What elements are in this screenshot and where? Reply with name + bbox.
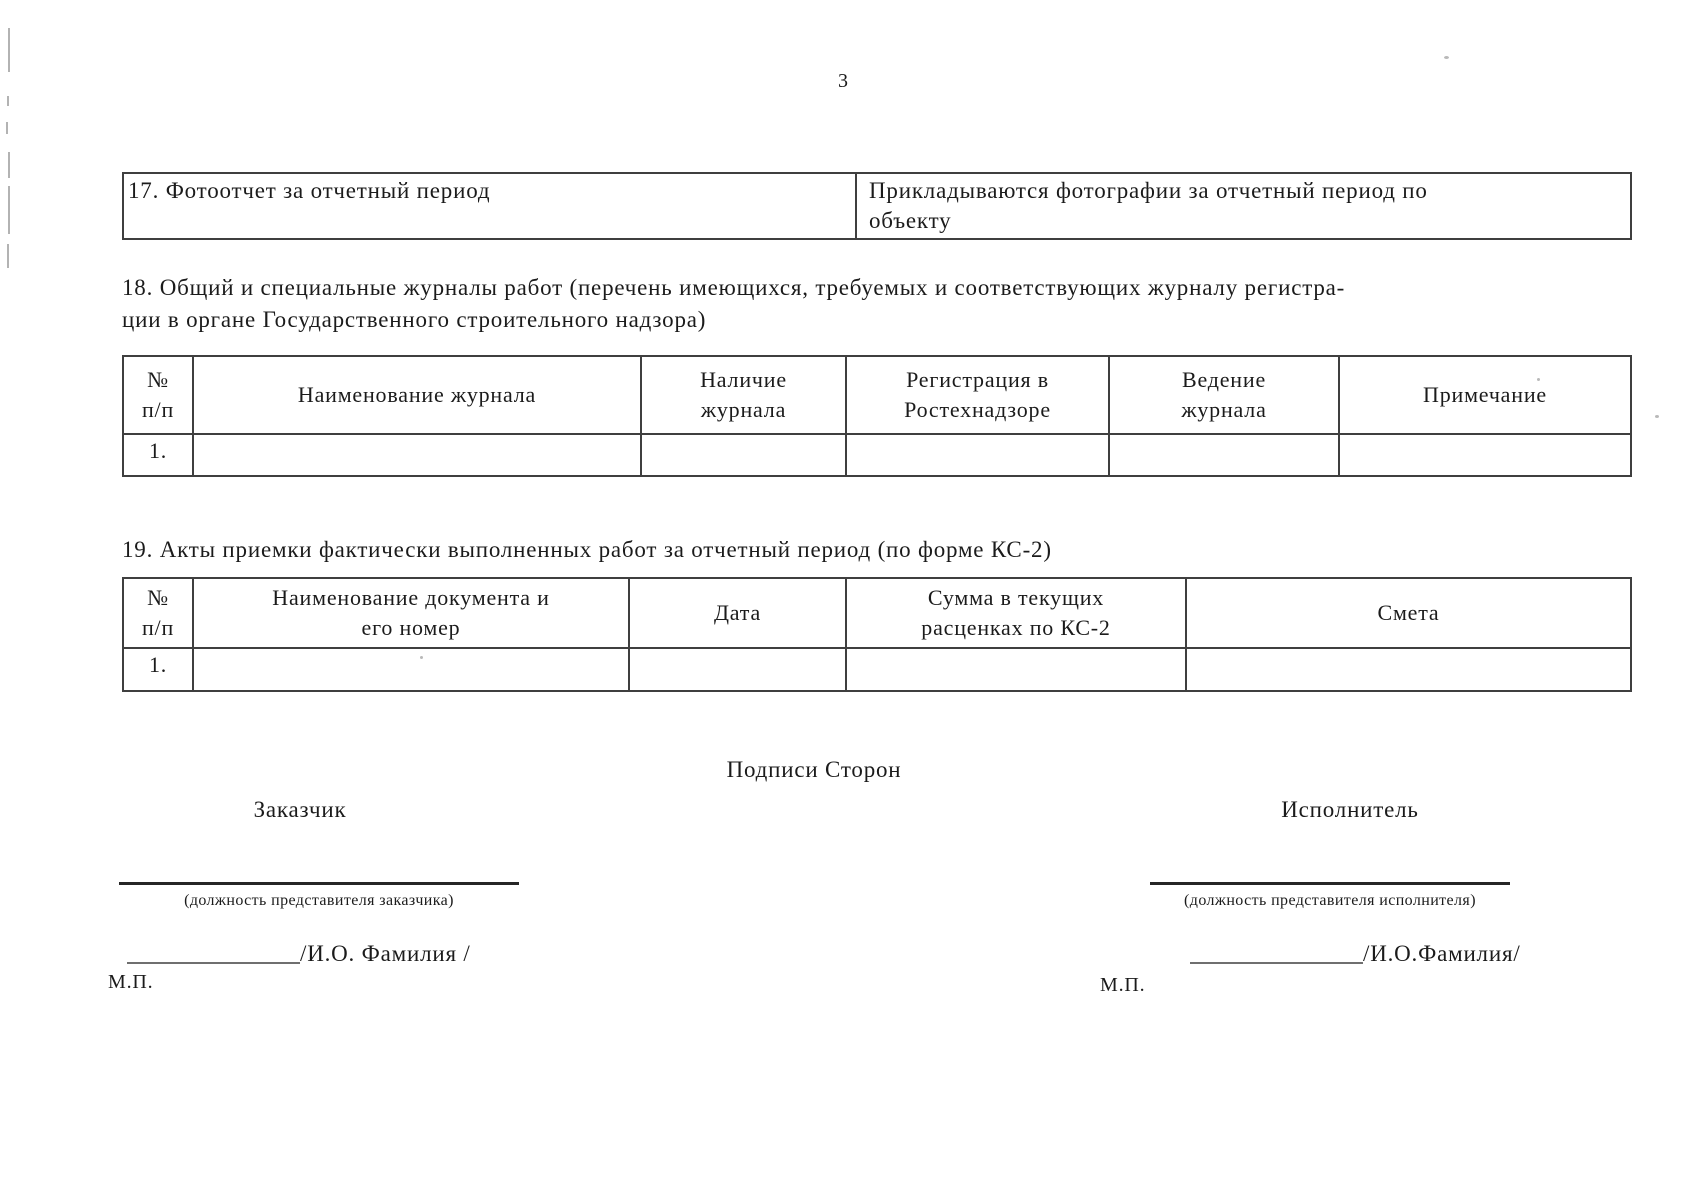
contractor-name-placeholder: /И.О.Фамилия/ xyxy=(1363,941,1521,966)
scan-artifact xyxy=(8,28,10,72)
empty-cell xyxy=(845,433,1110,477)
table-header-row: № п/п Наименование документа и его номер… xyxy=(122,577,1632,649)
col-header-doc-name: Наименование документа и его номер xyxy=(192,577,630,649)
empty-cell xyxy=(192,433,642,477)
customer-signature-line xyxy=(127,962,300,964)
table-header-row: № п/п Наименование журнала Наличие журна… xyxy=(122,355,1632,435)
table-row: 1. xyxy=(122,433,1632,477)
col-header-sum: Сумма в текущих расценках по КС-2 xyxy=(845,577,1187,649)
page-number: 3 xyxy=(838,70,849,92)
row-number-cell: 1. xyxy=(122,433,194,477)
signatures-title: Подписи Сторон xyxy=(726,757,902,782)
col-header-journal-name: Наименование журнала xyxy=(192,355,642,435)
col-header-registration: Регистрация в Ростехнадзоре xyxy=(845,355,1110,435)
section18-heading: 18. Общий и специальные журналы работ (п… xyxy=(122,272,1345,336)
section19-heading: 19. Акты приемки фактически выполненных … xyxy=(122,537,1052,562)
empty-cell xyxy=(845,647,1187,692)
scan-artifact xyxy=(8,152,10,178)
scan-artifact xyxy=(8,186,10,234)
journals-table: № п/п Наименование журнала Наличие журна… xyxy=(122,355,1632,477)
scan-artifact xyxy=(6,122,8,134)
photo-report-value: Прикладываются фотографии за отчетный пе… xyxy=(855,172,1632,240)
contractor-stamp-label: М.П. xyxy=(1100,974,1146,996)
col-header-note: Примечание xyxy=(1338,355,1632,435)
contractor-position-caption: (должность представителя исполнителя) xyxy=(1184,892,1476,909)
empty-cell xyxy=(1185,647,1632,692)
col-header-journal-keeping: Ведение журнала xyxy=(1108,355,1340,435)
contractor-position-line xyxy=(1150,882,1510,885)
table-row: 17. Фотоотчет за отчетный период Приклад… xyxy=(122,172,1632,240)
scan-artifact xyxy=(1655,415,1659,418)
col-header-num: № п/п xyxy=(122,577,194,649)
contractor-signature-line xyxy=(1190,962,1363,964)
acts-table: № п/п Наименование документа и его номер… xyxy=(122,577,1632,692)
col-header-date: Дата xyxy=(628,577,847,649)
customer-position-caption: (должность представителя заказчика) xyxy=(184,892,454,909)
customer-name-row: /И.О. Фамилия / xyxy=(127,940,471,967)
empty-cell xyxy=(1338,433,1632,477)
table-row: 1. xyxy=(122,647,1632,692)
photo-report-table: 17. Фотоотчет за отчетный период Приклад… xyxy=(122,172,1632,240)
section18-heading-line2: ции в органе Государственного строительн… xyxy=(122,307,707,332)
photo-report-label: 17. Фотоотчет за отчетный период xyxy=(122,172,857,240)
col-header-journal-presence: Наличие журнала xyxy=(640,355,847,435)
scan-artifact xyxy=(7,96,9,106)
contractor-name-row: /И.О.Фамилия/ xyxy=(1190,940,1521,967)
empty-cell xyxy=(1108,433,1340,477)
customer-position-line xyxy=(119,882,519,885)
customer-party-label: Заказчик xyxy=(253,797,347,822)
empty-cell xyxy=(640,433,847,477)
scan-artifact xyxy=(7,244,9,268)
customer-stamp-label: М.П. xyxy=(108,971,154,993)
col-header-estimate: Смета xyxy=(1185,577,1632,649)
customer-name-placeholder: /И.О. Фамилия / xyxy=(300,941,471,966)
scan-artifact xyxy=(1444,56,1449,59)
col-header-num: № п/п xyxy=(122,355,194,435)
empty-cell xyxy=(192,647,630,692)
empty-cell xyxy=(628,647,847,692)
section18-heading-line1: 18. Общий и специальные журналы работ (п… xyxy=(122,275,1346,300)
contractor-party-label: Исполнитель xyxy=(1281,797,1419,822)
row-number-cell: 1. xyxy=(122,647,194,692)
